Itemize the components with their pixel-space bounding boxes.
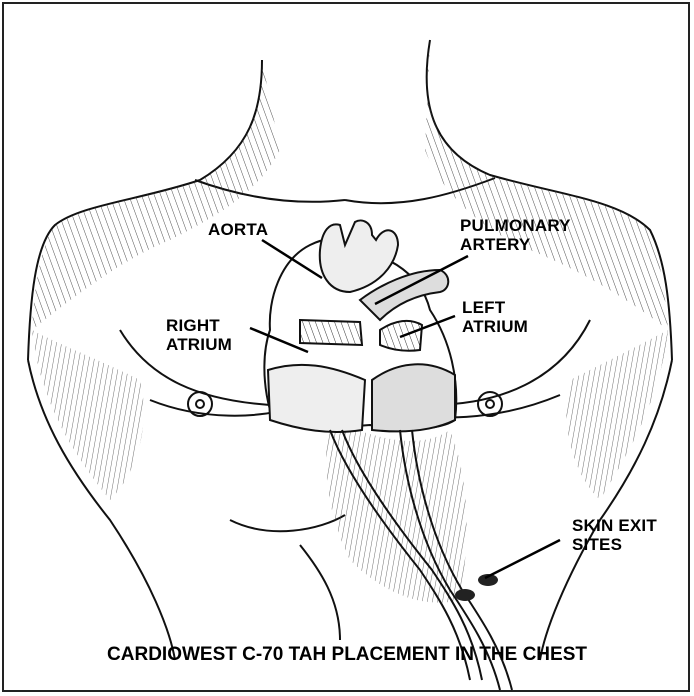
label-pulmonary-artery-line1: PULMONARY — [460, 216, 571, 235]
label-right-atrium-line1: RIGHT — [166, 316, 232, 335]
label-right-atrium: RIGHT ATRIUM — [166, 316, 232, 354]
label-left-atrium: LEFT ATRIUM — [462, 298, 528, 336]
label-aorta-text: AORTA — [208, 220, 268, 239]
label-aorta: AORTA — [208, 220, 268, 239]
label-pulmonary-artery-line2: ARTERY — [460, 235, 571, 254]
figure-caption: CARDIOWEST C-70 TAH PLACEMENT IN THE CHE… — [0, 644, 694, 666]
label-left-atrium-line2: ATRIUM — [462, 317, 528, 336]
label-pulmonary-artery: PULMONARY ARTERY — [460, 216, 571, 254]
label-skin-exit-sites-line1: SKIN EXIT — [572, 516, 657, 535]
label-left-atrium-line1: LEFT — [462, 298, 528, 317]
label-skin-exit-sites-line2: SITES — [572, 535, 657, 554]
label-skin-exit-sites: SKIN EXIT SITES — [572, 516, 657, 554]
label-right-atrium-line2: ATRIUM — [166, 335, 232, 354]
